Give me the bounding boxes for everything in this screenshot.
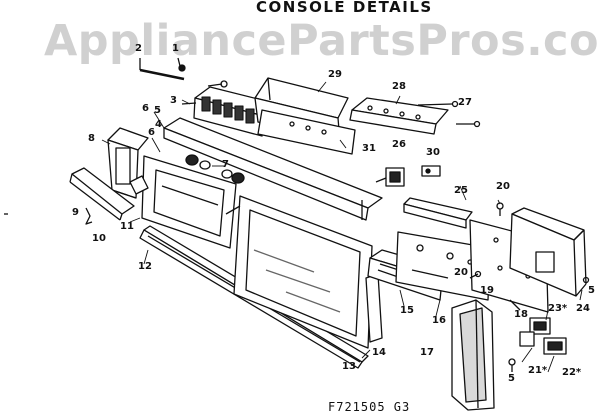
callout-2: 2 — [135, 43, 142, 54]
callout-26: 26 — [392, 139, 406, 150]
callout-25: 25 — [454, 185, 468, 196]
callout-27: 27 — [458, 97, 472, 108]
screws-part — [469, 202, 590, 372]
callout-5-top: 5 — [154, 105, 161, 116]
callout-23: 23* — [548, 303, 568, 314]
callout-10: 10 — [92, 233, 106, 244]
door-cover-part — [451, 299, 495, 411]
watermark: AppliancePartsPros.com — [44, 16, 600, 66]
callout-22: 22* — [562, 367, 582, 378]
callout-5-bottom: 5 — [508, 373, 515, 384]
callout-31: 31 — [362, 143, 376, 154]
callout-15: 15 — [400, 305, 414, 316]
callout-6-top: 6 — [142, 103, 149, 114]
callout-28: 28 — [392, 81, 406, 92]
diagram-title: CONSOLE DETAILS — [256, 0, 433, 16]
clip-part — [85, 207, 93, 225]
callout-7: 7 — [222, 159, 229, 170]
right-housing-part — [509, 207, 587, 297]
control-board-part — [395, 231, 491, 301]
figure-code: F721505 G3 — [328, 400, 411, 414]
relay-part — [375, 167, 405, 187]
glass-panel-part — [225, 195, 373, 349]
callout-29: 29 — [328, 69, 342, 80]
upper-board-part — [403, 197, 473, 229]
callout-6: 6 — [148, 127, 155, 138]
callout-8: 8 — [88, 133, 95, 144]
window-frame-part — [141, 155, 237, 249]
console-rail-part — [163, 117, 383, 221]
callout-19: 19 — [480, 285, 494, 296]
callout-5-right: 5 — [588, 285, 595, 296]
console-bracket-part — [257, 109, 356, 155]
callout-1: 1 — [172, 43, 179, 54]
light-socket-part — [185, 154, 245, 184]
callout-11: 11 — [120, 221, 134, 232]
callout-30: 30 — [426, 147, 440, 158]
end-trim-part — [69, 167, 135, 221]
switch-components-part — [509, 299, 567, 355]
callout-17: 17 — [420, 347, 434, 358]
leader-lines — [101, 81, 583, 373]
rod-part — [139, 57, 228, 88]
callout-20: 20 — [454, 267, 468, 278]
callout-3: 3 — [170, 95, 177, 106]
callout-21: 21* — [528, 365, 548, 376]
callout-14: 14 — [372, 347, 386, 358]
callout-13: 13 — [342, 361, 356, 372]
callout-9: 9 — [72, 207, 79, 218]
callout-20-top: 20 — [496, 181, 510, 192]
callout-4: 4 — [155, 119, 162, 130]
connector-part — [421, 165, 441, 177]
callout-16: 16 — [432, 315, 446, 326]
bracket-part — [129, 175, 149, 195]
callout-18: 18 — [514, 309, 528, 320]
callout-12: 12 — [138, 261, 152, 272]
terminal-block-part — [349, 97, 481, 135]
callout-24: 24 — [576, 303, 590, 314]
